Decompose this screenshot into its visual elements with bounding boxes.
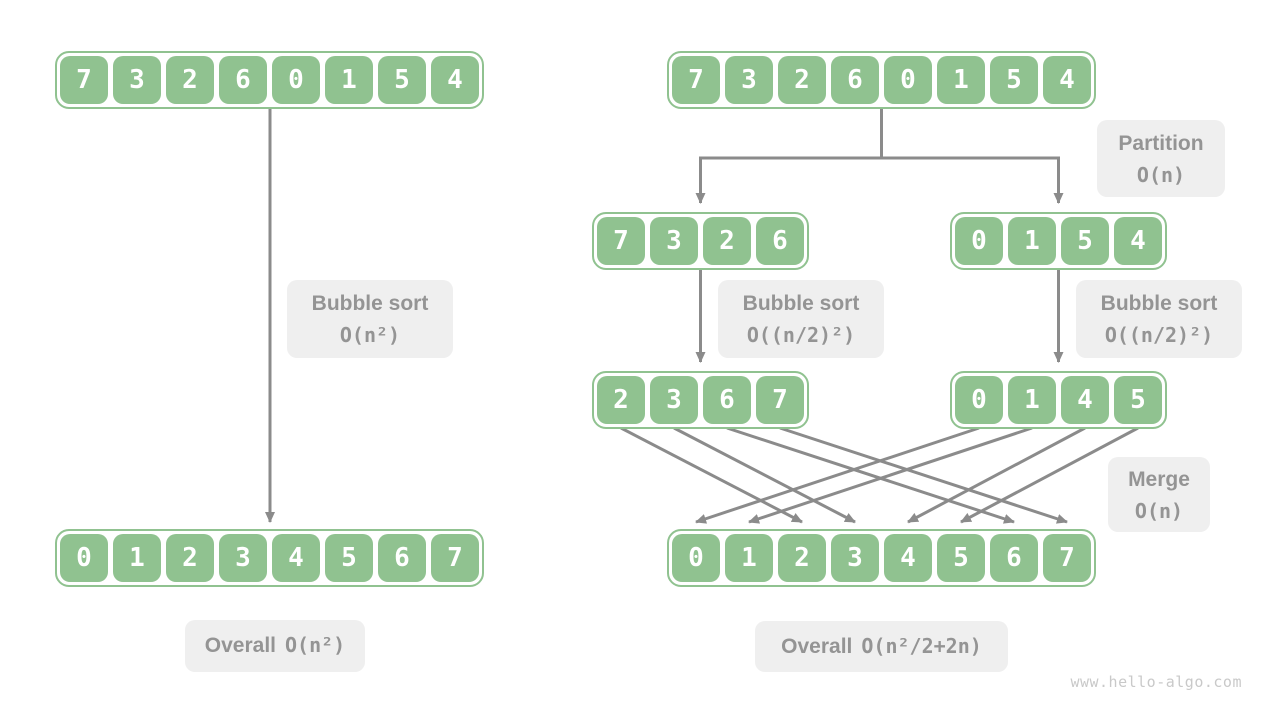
- array-cell: 3: [650, 376, 698, 424]
- array-cell: 3: [113, 56, 161, 104]
- label-title: Bubble sort: [742, 292, 860, 315]
- merge-arrow: [695, 426, 980, 524]
- label-overall-left: Overall O(n²): [185, 620, 365, 672]
- array-cell: 3: [725, 56, 773, 104]
- array-cell: 5: [937, 534, 985, 582]
- merge-arrow: [673, 426, 856, 524]
- merge-arrow: [620, 426, 803, 524]
- label-overall-right: Overall O(n²/2+2n): [755, 621, 1008, 672]
- array-cell: 1: [725, 534, 773, 582]
- array-cell: 2: [778, 56, 826, 104]
- array-cell: 1: [1008, 217, 1056, 265]
- array-cell: 4: [431, 56, 479, 104]
- label-bubble-sort-half-right: Bubble sort O((n/2)²): [1076, 280, 1242, 358]
- label-formula: O(n): [1134, 498, 1184, 523]
- array-cell: 0: [884, 56, 932, 104]
- array-cell: 2: [703, 217, 751, 265]
- array-cell: 5: [990, 56, 1038, 104]
- merge-arrow: [748, 426, 1033, 524]
- label-merge: Merge O(n): [1108, 457, 1210, 532]
- array-cell: 0: [955, 217, 1003, 265]
- array-cell: 4: [272, 534, 320, 582]
- array-cell: 2: [778, 534, 826, 582]
- array-cell: 1: [325, 56, 373, 104]
- array-cell: 6: [219, 56, 267, 104]
- array-cell: 5: [1061, 217, 1109, 265]
- label-formula: O(n²): [285, 633, 346, 657]
- array-cell: 2: [597, 376, 645, 424]
- array-cell: 7: [60, 56, 108, 104]
- array-cell: 6: [756, 217, 804, 265]
- array-cell: 7: [672, 56, 720, 104]
- merge-arrow: [960, 426, 1139, 524]
- array-cell: 2: [166, 56, 214, 104]
- array-cell: 5: [1114, 376, 1162, 424]
- array-cell: 3: [219, 534, 267, 582]
- array-cell: 7: [1043, 534, 1091, 582]
- array-cell: 4: [1043, 56, 1091, 104]
- merge-arrow: [907, 426, 1086, 524]
- array-cell: 0: [955, 376, 1003, 424]
- label-formula: O(n²): [339, 323, 401, 347]
- label-formula: O((n/2)²): [1104, 323, 1214, 347]
- array-cell: 4: [1061, 376, 1109, 424]
- array-cell: 0: [60, 534, 108, 582]
- label-title: Merge: [1128, 467, 1190, 491]
- array-cell: 3: [650, 217, 698, 265]
- label-title: Partition: [1118, 131, 1204, 155]
- label-formula: O((n/2)²): [746, 323, 856, 347]
- array-cell: 5: [378, 56, 426, 104]
- array-cell: 1: [1008, 376, 1056, 424]
- watermark: www.hello-algo.com: [1070, 673, 1242, 691]
- array-cell: 5: [325, 534, 373, 582]
- array-cell: 1: [937, 56, 985, 104]
- array-cell: 0: [272, 56, 320, 104]
- merge-arrow: [779, 426, 1068, 524]
- array-cell: 3: [831, 534, 879, 582]
- label-title: Overall: [204, 634, 276, 657]
- label-title: Overall: [781, 634, 853, 658]
- array-cell: 6: [990, 534, 1038, 582]
- array-cell: 7: [597, 217, 645, 265]
- array-cell: 7: [756, 376, 804, 424]
- merge-arrow: [726, 426, 1015, 524]
- array-cell: 1: [113, 534, 161, 582]
- label-title: Bubble sort: [311, 292, 429, 315]
- label-formula: O(n²/2+2n): [861, 633, 982, 658]
- array-cell: 4: [1114, 217, 1162, 265]
- array-cell: 2: [166, 534, 214, 582]
- label-bubble-sort-left: Bubble sort O(n²): [287, 280, 453, 358]
- label-formula: O(n): [1136, 162, 1186, 187]
- array-cell: 6: [831, 56, 879, 104]
- label-bubble-sort-half-left: Bubble sort O((n/2)²): [718, 280, 884, 358]
- array-cell: 6: [378, 534, 426, 582]
- array-cell: 7: [431, 534, 479, 582]
- label-partition: Partition O(n): [1097, 120, 1225, 197]
- array-cell: 6: [703, 376, 751, 424]
- array-cell: 0: [672, 534, 720, 582]
- label-title: Bubble sort: [1100, 292, 1218, 315]
- array-cell: 4: [884, 534, 932, 582]
